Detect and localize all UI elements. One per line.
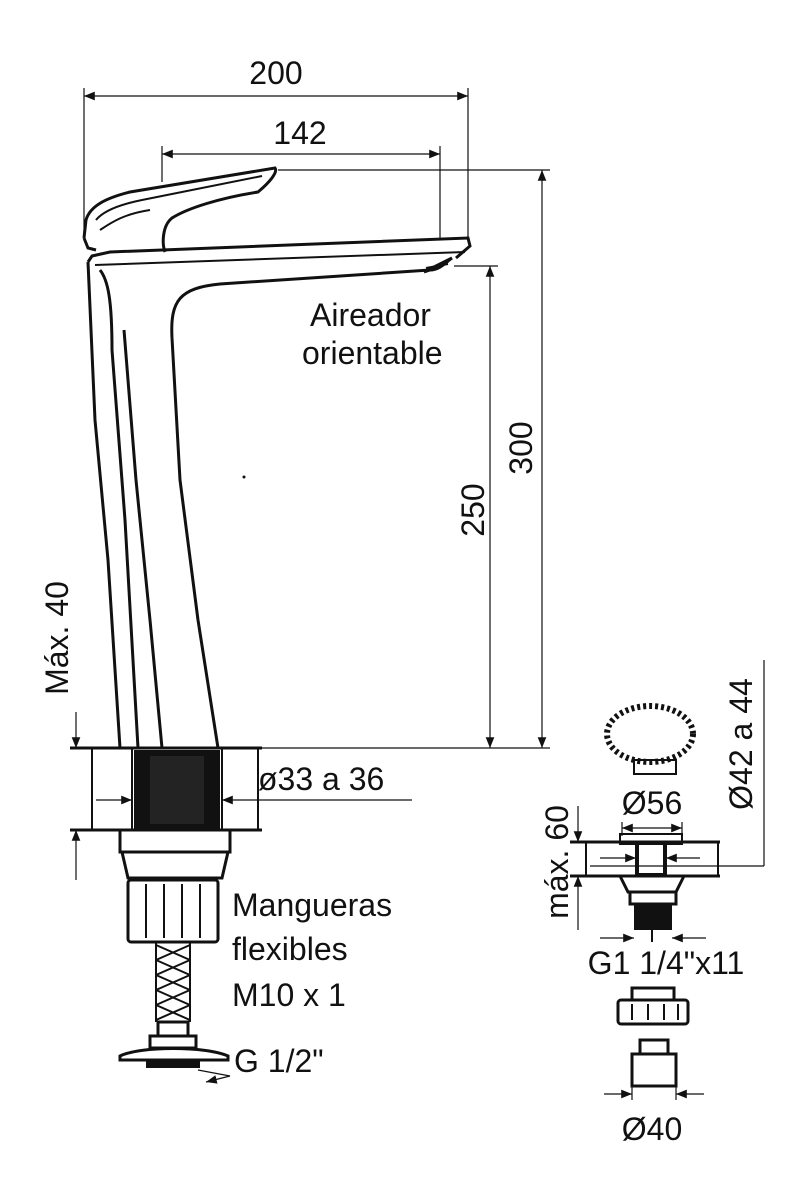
aerator-label-line1: Aireador [310, 297, 431, 333]
dim-max-deck-thickness: Máx. 40 [39, 581, 75, 695]
dim-total-height: 300 [503, 421, 539, 474]
braided-hose [155, 942, 191, 1022]
dim-drain-tail: Ø40 [622, 1111, 682, 1147]
dim-spout-reach: 142 [273, 115, 326, 151]
dim-mounting-hole: ø33 a 36 [258, 761, 384, 797]
aerator-label-line2: orientable [302, 335, 443, 371]
drain-valve [570, 703, 720, 1088]
deck-section [70, 746, 262, 1068]
dimension-lines [71, 88, 765, 1100]
inlet-thread-label: G 1/2" [234, 1043, 324, 1079]
dim-spout-height: 250 [455, 483, 491, 536]
drain-cap [604, 703, 696, 765]
dim-drain-hole: Ø42 a 44 [723, 678, 759, 810]
dim-drain-max-thickness: máx. 60 [539, 805, 575, 919]
hoses-label-line3: M10 x 1 [232, 977, 346, 1013]
hoses-label-line2: flexibles [232, 931, 348, 967]
hoses-label-line1: Mangueras [232, 887, 392, 923]
dim-drain-cap: Ø56 [622, 785, 682, 821]
dim-drain-thread: G1 1/4"x11 [588, 945, 745, 981]
faucet-body [82, 166, 472, 749]
callout-labels: Aireador orientable Mangueras flexibles … [232, 297, 443, 1079]
dim-overall-width: 200 [249, 55, 302, 91]
dimension-labels: 200 142 300 250 Máx. 40 ø33 a 36 Ø42 a 4… [39, 55, 759, 1147]
